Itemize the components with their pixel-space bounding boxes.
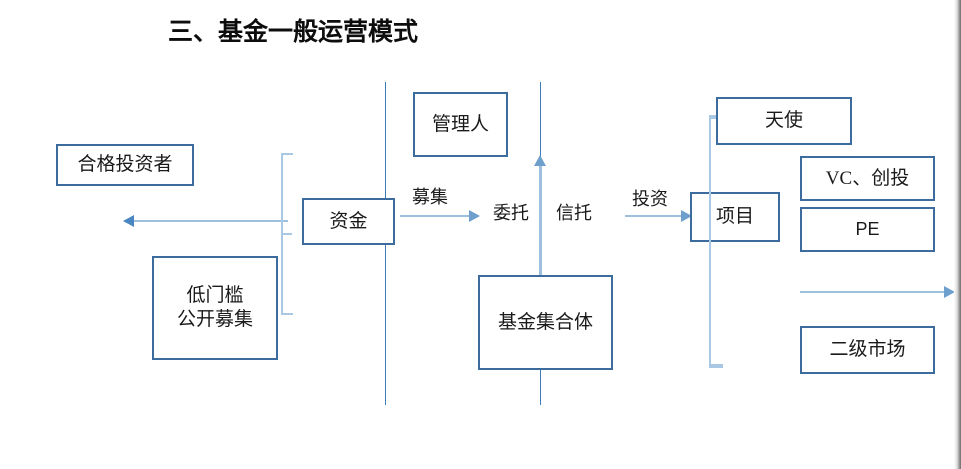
left-brace-nub xyxy=(281,233,292,235)
box-project-label: 项目 xyxy=(715,206,754,228)
box-manager-label: 管理人 xyxy=(431,113,489,135)
trust-arrow-head-icon xyxy=(534,155,546,166)
raise-arrow-line xyxy=(400,215,470,217)
box-capital-label: 资金 xyxy=(329,210,368,232)
box-vc-label: VC、创投 xyxy=(825,167,910,189)
trust-arrow-line xyxy=(539,165,542,275)
raise-arrow-head-icon xyxy=(469,210,480,222)
box-fund-pool[interactable]: 基金集合体 xyxy=(478,275,613,370)
label-trust: 信托 xyxy=(556,203,592,223)
box-low-threshold-line1: 低门槛 xyxy=(186,285,244,307)
right-brace xyxy=(709,115,723,368)
box-manager[interactable]: 管理人 xyxy=(413,92,508,157)
box-low-threshold-public-offering[interactable]: 低门槛 公开募集 xyxy=(152,256,278,360)
box-pe-label: PE xyxy=(855,219,880,240)
right-brace-stem xyxy=(709,117,711,366)
box-low-threshold-line2: 公开募集 xyxy=(176,309,253,330)
invest-arrow-head-icon xyxy=(681,210,692,222)
box-secondary-market-label: 二级市场 xyxy=(829,339,906,361)
page-edge-shadow xyxy=(954,0,961,469)
box-project[interactable]: 项目 xyxy=(690,192,780,242)
box-vc[interactable]: VC、创投 xyxy=(800,156,935,201)
label-raise: 募集 xyxy=(412,187,448,207)
box-qualified-investor[interactable]: 合格投资者 xyxy=(56,144,194,186)
box-capital[interactable]: 资金 xyxy=(302,198,395,245)
exit-arrow-head-icon xyxy=(944,286,955,298)
label-invest: 投资 xyxy=(632,189,668,209)
left-brace xyxy=(281,153,293,315)
box-angel-label: 天使 xyxy=(764,110,803,132)
box-pe[interactable]: PE xyxy=(800,207,935,252)
box-fund-pool-label: 基金集合体 xyxy=(497,311,593,333)
return-arrow-line xyxy=(134,220,288,222)
box-angel[interactable]: 天使 xyxy=(716,97,852,145)
page-title: 三、基金一般运营模式 xyxy=(168,19,419,46)
exit-arrow-line xyxy=(800,291,945,293)
invest-arrow-line xyxy=(625,215,682,217)
box-secondary-market[interactable]: 二级市场 xyxy=(800,326,935,374)
box-qualified-investor-label: 合格投资者 xyxy=(77,154,173,176)
label-entrust: 委托 xyxy=(493,203,529,223)
return-arrow-head-icon xyxy=(123,215,134,227)
right-brace-arm-bottom xyxy=(709,364,723,366)
